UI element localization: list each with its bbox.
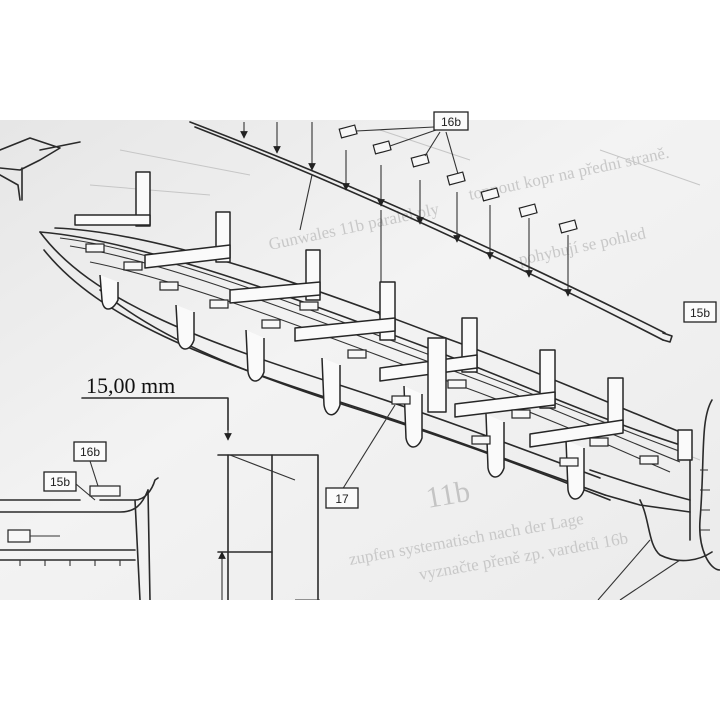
blocks-16b (338, 124, 578, 234)
stern-detail (597, 399, 720, 601)
label-16b-top-text: 16b (441, 115, 461, 129)
label-15b-right: 15b (683, 301, 717, 323)
bow-post (0, 137, 81, 201)
dimension-callout: 15,00 mm (81, 373, 320, 601)
placement-arrows (240, 122, 572, 319)
label-15b-right-text: 15b (690, 306, 710, 320)
hull (39, 171, 693, 513)
label-17: 17 (325, 487, 359, 509)
label-16b-detail-text: 16b (80, 445, 100, 459)
dimension-text: 15,00 mm (86, 373, 175, 398)
label-15b-detail-text: 15b (50, 475, 70, 489)
label-17-text: 17 (335, 492, 349, 506)
photo-border-bottom (0, 600, 720, 720)
cross-section-detail: 16b 15b (0, 441, 159, 601)
label-16b-top: 16b (433, 111, 469, 131)
label-15b-detail-box (43, 471, 77, 492)
ghost-part-number: 11b (423, 475, 472, 515)
paper-sheet (0, 120, 720, 600)
deck-blocks (85, 243, 659, 467)
